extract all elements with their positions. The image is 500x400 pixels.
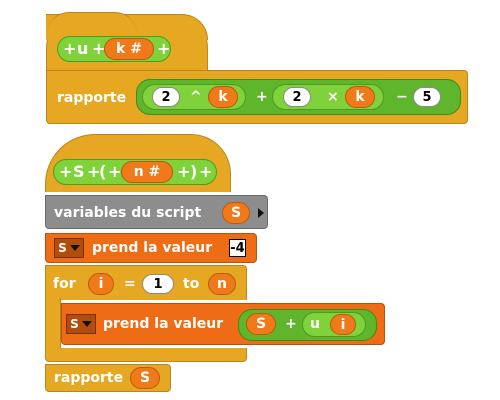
paren-open: ( (99, 162, 107, 181)
call-name: u (310, 316, 320, 332)
variable-S[interactable]: S (222, 202, 250, 224)
block-name: S (73, 162, 85, 181)
dropdown-value: S (70, 317, 79, 331)
set-label: prend la valeur (92, 240, 213, 256)
script-variables-label: variables du script (54, 205, 202, 221)
plus-sign: + (177, 162, 191, 181)
block-name: u (77, 39, 89, 58)
variable-k[interactable]: k (208, 86, 238, 108)
minus-symbol: − (396, 89, 408, 105)
param-k[interactable]: k # (104, 38, 154, 60)
plus-sign: + (157, 39, 171, 58)
paren-close: ) (190, 162, 198, 181)
param-name: k (116, 41, 126, 57)
plus-sign: + (87, 162, 101, 181)
for-loop-arm (45, 298, 61, 350)
param-name: n (133, 164, 144, 180)
to-label: to (183, 276, 200, 292)
plus-symbol: + (285, 316, 297, 332)
param-n[interactable]: n # (121, 161, 173, 183)
plus-sign: + (92, 39, 106, 58)
equals-symbol: = (124, 276, 136, 292)
plus-sign: + (199, 162, 213, 181)
for-loop-bottom (45, 348, 247, 362)
number-input[interactable]: 5 (413, 87, 441, 107)
number-input[interactable]: 1 (142, 274, 174, 294)
plus-sign: + (59, 162, 73, 181)
variable-S[interactable]: S (246, 313, 276, 335)
plus-sign: + (108, 162, 122, 181)
report-label: rapporte (57, 90, 127, 106)
dropdown-arrow-icon (81, 321, 92, 327)
number-input[interactable]: 2 (283, 87, 311, 107)
variable-k[interactable]: k (345, 86, 375, 108)
power-symbol: ^ (190, 89, 202, 105)
variable-i[interactable]: i (330, 314, 356, 335)
number-input[interactable]: 2 (152, 87, 180, 107)
multiply-symbol: × (327, 89, 339, 105)
plus-operator-symbol: + (256, 89, 268, 105)
report-label: rapporte (54, 370, 124, 386)
dropdown-value: S (58, 241, 67, 255)
variable-S[interactable]: S (130, 367, 160, 389)
variable-dropdown[interactable]: S (66, 314, 96, 334)
param-type: # (130, 41, 142, 57)
set-label: prend la valeur (103, 316, 224, 332)
expand-arrow-icon[interactable] (258, 208, 264, 218)
plus-sign: + (63, 39, 77, 58)
dropdown-arrow-icon (69, 245, 80, 251)
loop-variable-i[interactable]: i (88, 273, 114, 295)
for-label: for (53, 276, 76, 292)
value-input[interactable]: -4 (229, 239, 246, 257)
variable-n[interactable]: n (208, 273, 236, 295)
variable-dropdown[interactable]: S (54, 238, 84, 258)
param-type: # (148, 164, 161, 180)
